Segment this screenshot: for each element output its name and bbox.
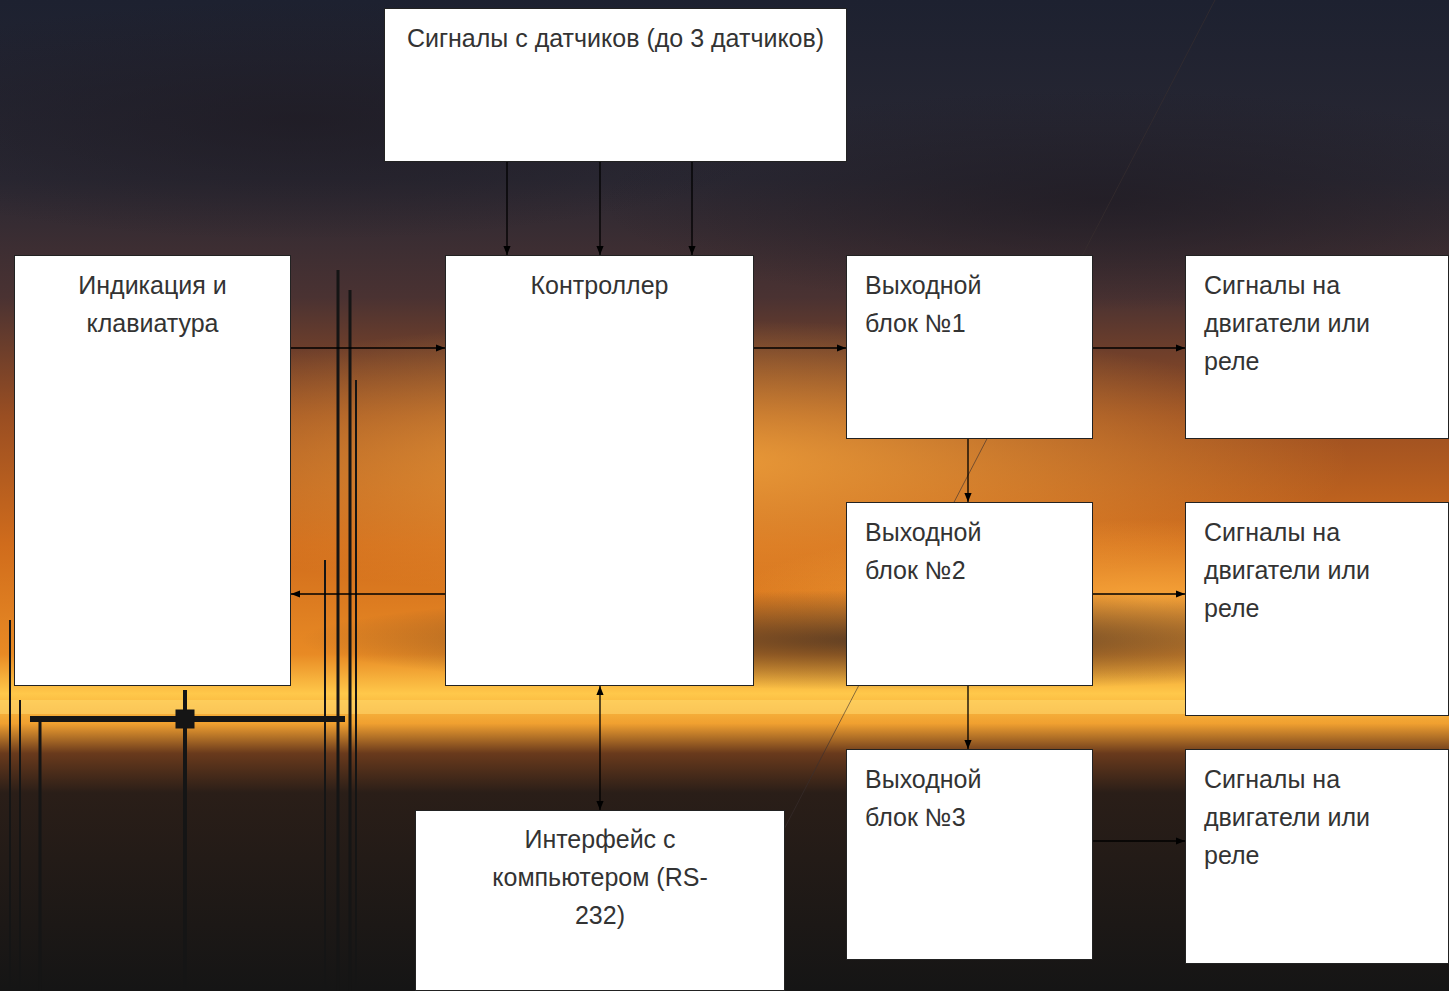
box-label: Сигналы на двигатели или реле (1204, 760, 1430, 874)
display-keyboard-box: Индикация и клавиатура (14, 255, 291, 686)
box-label: Контроллер (458, 266, 741, 304)
sensor-input-box: Сигналы с датчиков (до 3 датчиков) (384, 8, 847, 162)
arrow-connector (506, 162, 507, 255)
output-signal-box: Сигналы на двигатели или реле (1185, 255, 1449, 439)
box-label: Выходной блок №1 (865, 266, 1035, 342)
box-label: Выходной блок №2 (865, 513, 1035, 589)
box-label: Интерфейс с компьютером (RS-232) (485, 820, 715, 934)
box-label: Индикация и клавиатура (27, 266, 278, 342)
box-label: Сигналы на двигатели или реле (1204, 266, 1430, 380)
box-label: Сигналы с датчиков (до 3 датчиков) (405, 19, 826, 57)
pc-interface-box: Интерфейс с компьютером (RS-232) (415, 810, 785, 991)
arrow-connector (599, 162, 600, 255)
arrow-connector (599, 686, 600, 810)
arrow-connector (967, 439, 968, 502)
output-signal-box: Сигналы на двигатели или реле (1185, 502, 1449, 716)
output-block-box: Выходной блок №2 (846, 502, 1093, 686)
output-signal-box: Сигналы на двигатели или реле (1185, 749, 1449, 964)
arrow-connector (291, 347, 445, 348)
arrow-connector (291, 593, 445, 594)
arrow-connector (754, 347, 846, 348)
arrow-connector (1093, 593, 1185, 594)
arrow-connector (1093, 347, 1185, 348)
box-label: Выходной блок №3 (865, 760, 1035, 836)
arrow-connector (1093, 840, 1185, 841)
arrow-connector (691, 162, 692, 255)
output-block-box: Выходной блок №3 (846, 749, 1093, 960)
controller-box: Контроллер (445, 255, 754, 686)
output-block-box: Выходной блок №1 (846, 255, 1093, 439)
arrow-connector (967, 686, 968, 749)
box-label: Сигналы на двигатели или реле (1204, 513, 1430, 627)
